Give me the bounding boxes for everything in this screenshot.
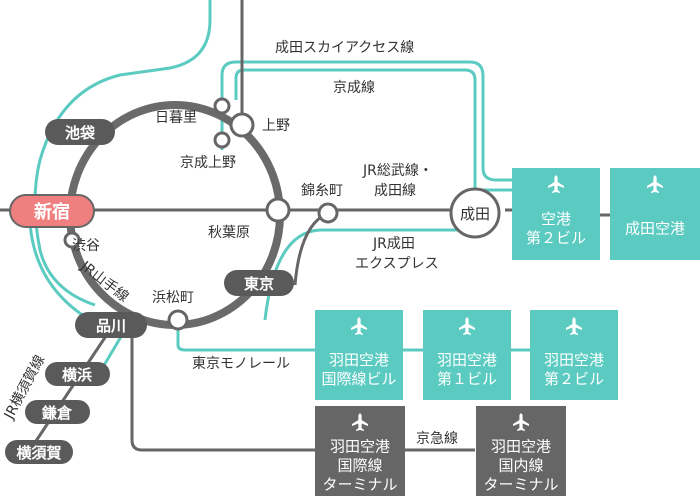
pill-shinagawa-label: 品川 <box>96 317 126 335</box>
airport-box-label: 第２ビル <box>526 229 586 247</box>
line-sobu-curve <box>293 211 329 286</box>
airplane-icon <box>566 317 582 335</box>
label-kinshicho: 錦糸町 <box>301 182 343 199</box>
airport-box-label: 羽田空港 <box>437 351 497 369</box>
pill-shinjuku[interactable]: 新宿 <box>9 194 95 228</box>
pill-yokohama-label: 横浜 <box>62 366 92 384</box>
label-hamamatsucho: 浜松町 <box>152 290 194 306</box>
airport-box-label: 空港 <box>541 210 571 228</box>
label-keikyu: 京急線 <box>416 431 458 447</box>
airplane-icon <box>548 175 564 193</box>
airport-box-narita-airport[interactable]: 成田空港 <box>610 168 700 260</box>
airplane-icon <box>459 317 475 335</box>
label-skyaccess: 成田スカイアクセス線 <box>275 40 414 56</box>
pill-tokyo[interactable]: 東京 <box>224 270 294 296</box>
airport-box-label: 羽田空港 <box>491 438 551 456</box>
airport-box-label: ターミナル <box>322 476 397 494</box>
airport-box-label: 国際線 <box>337 457 382 475</box>
pill-tokyo-label: 東京 <box>244 275 274 293</box>
airport-box-label: 国内線 <box>498 457 543 475</box>
label-shibuya: 渋谷 <box>72 238 100 254</box>
station-narita[interactable] <box>449 187 501 239</box>
station-kinshicho[interactable] <box>317 202 339 224</box>
label-ueno: 上野 <box>262 118 290 134</box>
station-ueno[interactable] <box>229 112 255 138</box>
airplane-icon <box>352 413 368 431</box>
airport-box-label: 羽田空港 <box>544 351 604 369</box>
pill-yokosuka[interactable]: 横須賀 <box>5 440 73 464</box>
label-nippori: 日暮里 <box>155 110 197 126</box>
airport-box-label: 羽田空港 <box>329 351 389 369</box>
label-keisei-ueno: 京成上野 <box>180 155 236 171</box>
pill-yokosuka-label: 横須賀 <box>16 444 61 462</box>
label-nex-2: エクスプレス <box>355 256 439 272</box>
station-akihabara[interactable] <box>265 197 291 223</box>
label-nex-1: JR成田 <box>372 236 415 252</box>
line-skyaccess <box>220 60 515 182</box>
line-yokosuka <box>28 329 112 451</box>
label-akihabara: 秋葉原 <box>208 225 250 241</box>
airport-box-label: 羽田空港 <box>330 438 390 456</box>
station-shibuya[interactable] <box>63 231 81 249</box>
label-sobu-1: JR総武線・ <box>362 163 433 179</box>
line-keikyu <box>130 330 315 452</box>
narita-station-label: 成田 <box>460 205 490 223</box>
pill-ikebukuro-label: 池袋 <box>65 124 96 142</box>
label-monorail: 東京モノレール <box>192 356 290 372</box>
airplane-icon <box>647 175 663 193</box>
airplane-icon <box>351 317 367 335</box>
pill-shinagawa[interactable]: 品川 <box>75 312 147 338</box>
line-monorail <box>176 322 320 352</box>
label-keisei: 京成線 <box>333 80 375 96</box>
line-keisei <box>234 68 515 192</box>
pill-kamakura-label: 鎌倉 <box>41 404 73 422</box>
airport-box-label: 第１ビル <box>437 370 497 388</box>
airplane-icon <box>513 413 529 431</box>
airport-box-label: ターミナル <box>483 476 558 494</box>
airport-box-label: 国際線ビル <box>321 370 396 388</box>
line-teal-top-vertical <box>33 0 212 307</box>
airport-box-label: 成田空港 <box>625 220 685 238</box>
pill-yokohama[interactable]: 横浜 <box>45 362 110 386</box>
label-sobu-2: 成田線 <box>374 183 416 199</box>
airport-box-label: 第２ビル <box>544 370 604 388</box>
station-keisei-ueno[interactable] <box>213 131 231 149</box>
pill-ikebukuro[interactable]: 池袋 <box>45 119 115 145</box>
station-hamamatsucho[interactable] <box>167 309 189 331</box>
pill-kamakura[interactable]: 鎌倉 <box>25 400 90 424</box>
station-nippori[interactable] <box>213 97 231 115</box>
pill-shinjuku-label: 新宿 <box>34 201 70 223</box>
